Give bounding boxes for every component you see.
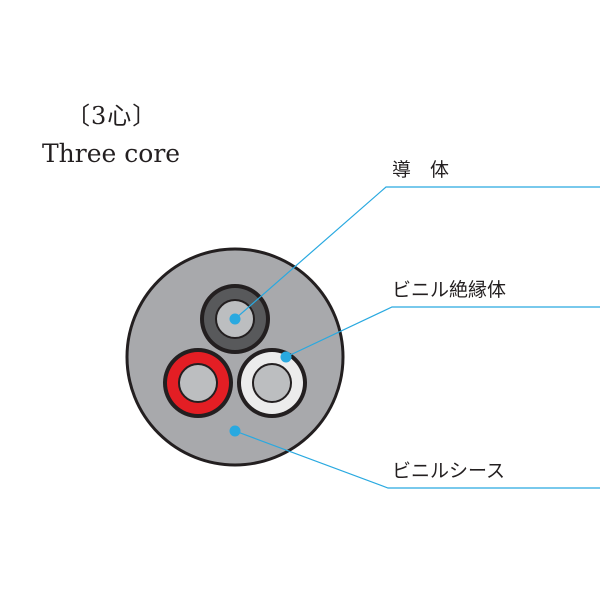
core-white-conductor	[252, 363, 292, 403]
cores-en-label: Three core	[42, 139, 181, 168]
vinyl-insulation-label: ビニル絶縁体	[392, 279, 507, 301]
core-white	[237, 348, 307, 418]
sheath-marker-dot	[229, 425, 241, 437]
sheath-leader-line	[234, 430, 600, 489]
insulation-marker-dot	[280, 351, 292, 363]
core-red	[163, 348, 233, 418]
core-red-conductor	[178, 363, 218, 403]
conductor-marker-dot	[229, 313, 241, 325]
conductor-leader-line	[234, 186, 600, 320]
cable-type-heading: 〔3心〕 Three core	[42, 100, 180, 170]
cores-jp-label: 〔3心〕	[66, 102, 158, 130]
vinyl-sheath-label: ビニルシース	[392, 460, 506, 482]
insulation-leader-line	[285, 306, 600, 358]
conductor-label: 導 体	[392, 159, 450, 181]
